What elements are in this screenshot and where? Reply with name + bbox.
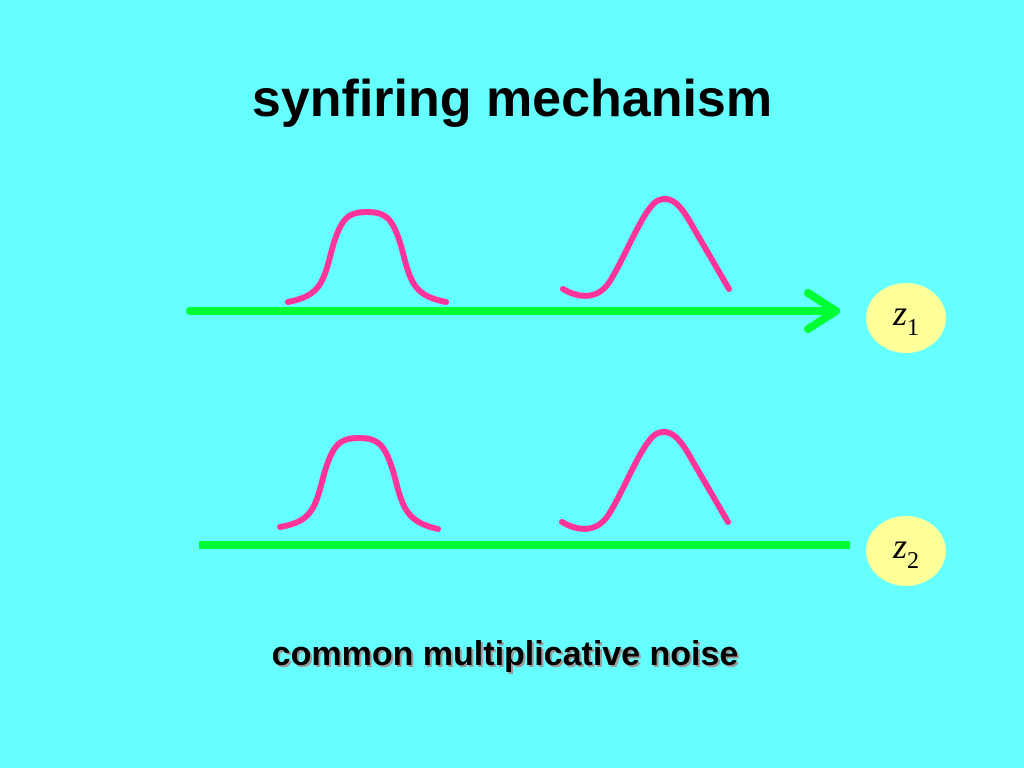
channel-2-pulse-skewed <box>559 429 731 532</box>
channel-2-badge <box>866 516 946 586</box>
channel-2-label: z2 <box>893 526 919 581</box>
channel-2-pulse-symmetric <box>277 434 441 532</box>
slide-title: synfiring mechanism <box>251 70 773 128</box>
channel-1-pulse-symmetric <box>285 208 449 305</box>
channel-1-badge <box>866 283 946 353</box>
channel-1-pulse-skewed <box>560 196 732 299</box>
channel-1 <box>186 196 946 353</box>
caption: common multiplicative noise <box>271 635 739 673</box>
channel-1-variable: z <box>893 293 908 333</box>
channel-2-subscript: 2 <box>907 548 920 574</box>
channel-2 <box>199 429 946 586</box>
channel-2-variable: z <box>893 526 908 566</box>
channel-1-subscript: 1 <box>907 315 920 341</box>
channel-1-label: z1 <box>893 293 919 348</box>
channel-1-arrowhead <box>804 289 840 333</box>
